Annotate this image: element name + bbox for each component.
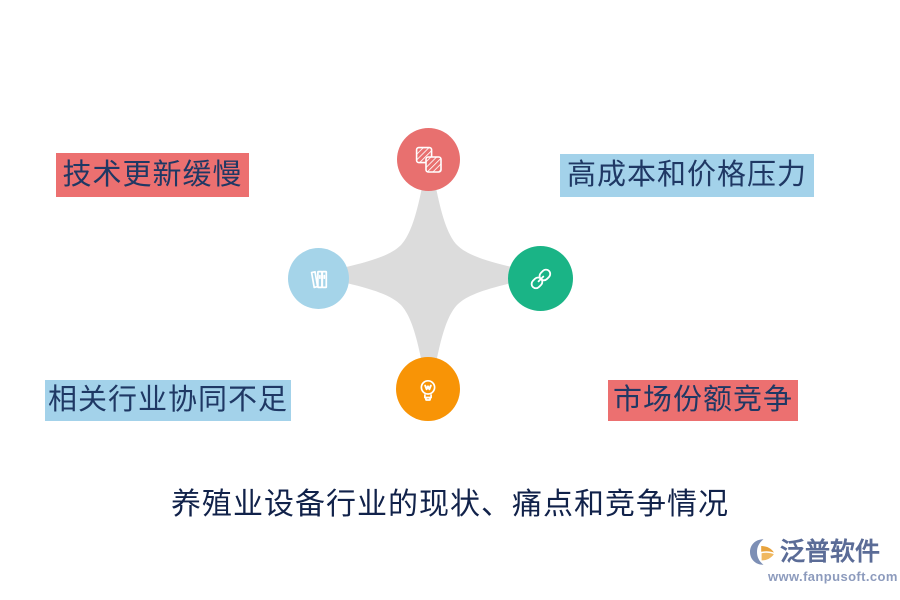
badge-tech-update-label: 技术更新缓慢 <box>62 158 243 191</box>
badge-high-cost: 高成本和价格压力 <box>560 154 814 197</box>
copy-documents-icon <box>414 145 444 175</box>
brand-logo: 泛普软件 www.fanpusoft.com <box>748 536 898 586</box>
four-point-star-shape <box>311 148 547 404</box>
books-icon <box>305 265 333 293</box>
badge-market-share: 市场份额竞争 <box>608 380 798 421</box>
link-chain-icon <box>526 264 556 294</box>
node-right-circle[interactable] <box>508 246 573 311</box>
node-bottom-circle[interactable] <box>396 357 460 421</box>
lightbulb-icon <box>414 375 442 403</box>
brand-name: 泛普软件 <box>780 538 881 566</box>
node-left-circle[interactable] <box>288 248 349 309</box>
node-top-circle[interactable] <box>397 128 460 191</box>
badge-industry-synergy: 相关行业协同不足 <box>45 380 291 421</box>
badge-tech-update: 技术更新缓慢 <box>56 153 249 197</box>
badge-market-share-label: 市场份额竞争 <box>612 384 793 416</box>
badge-industry-synergy-label: 相关行业协同不足 <box>47 384 288 416</box>
brand-url: www.fanpusoft.com <box>768 569 898 584</box>
badge-high-cost-label: 高成本和价格压力 <box>566 159 807 191</box>
central-star-diagram <box>279 112 579 438</box>
page-title: 养殖业设备行业的现状、痛点和竞争情况 <box>171 488 729 521</box>
fanpu-logo-mark-icon <box>748 537 778 567</box>
